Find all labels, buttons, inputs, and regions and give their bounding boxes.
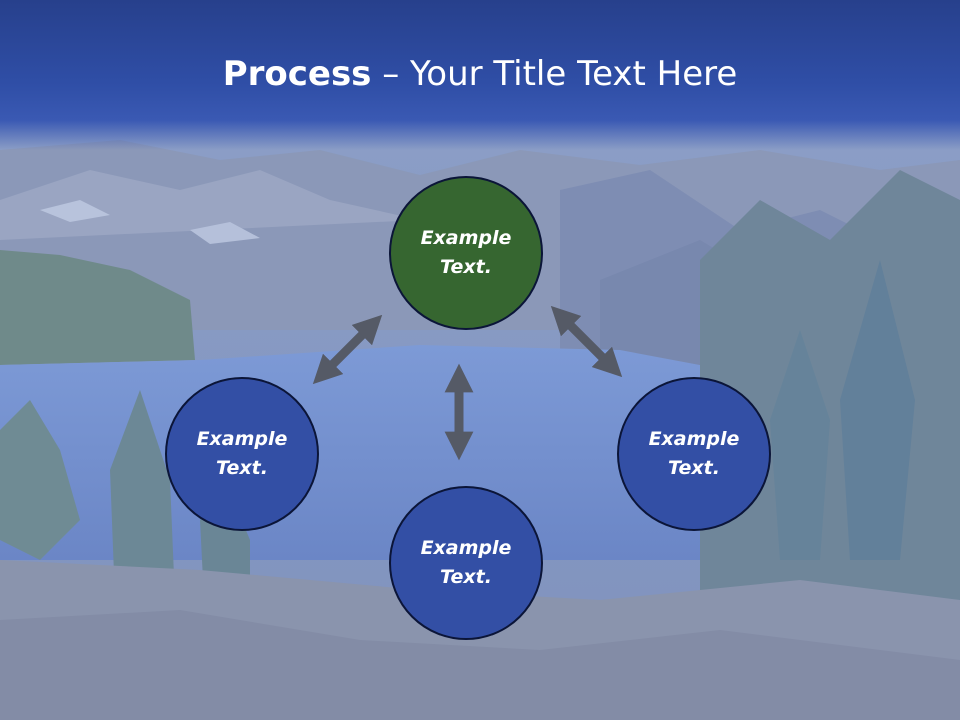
- node-left[interactable]: Example Text.: [165, 377, 319, 531]
- arrow-top-left[interactable]: [312, 314, 383, 385]
- title-bold-text: Process: [222, 54, 372, 94]
- slide-title[interactable]: Process – Your Title Text Here: [0, 52, 960, 96]
- node-right[interactable]: Example Text.: [617, 377, 771, 531]
- node-left-label: Example Text.: [196, 428, 288, 479]
- node-bottom[interactable]: Example Text.: [389, 486, 543, 640]
- node-top[interactable]: Example Text.: [389, 176, 543, 330]
- title-bar: [0, 0, 960, 150]
- node-top-label: Example Text.: [420, 227, 512, 278]
- node-bottom-label: Example Text.: [420, 537, 512, 588]
- node-right-label: Example Text.: [648, 428, 740, 479]
- arrow-top-right[interactable]: [550, 305, 623, 378]
- title-rest-text: – Your Title Text Here: [371, 54, 738, 94]
